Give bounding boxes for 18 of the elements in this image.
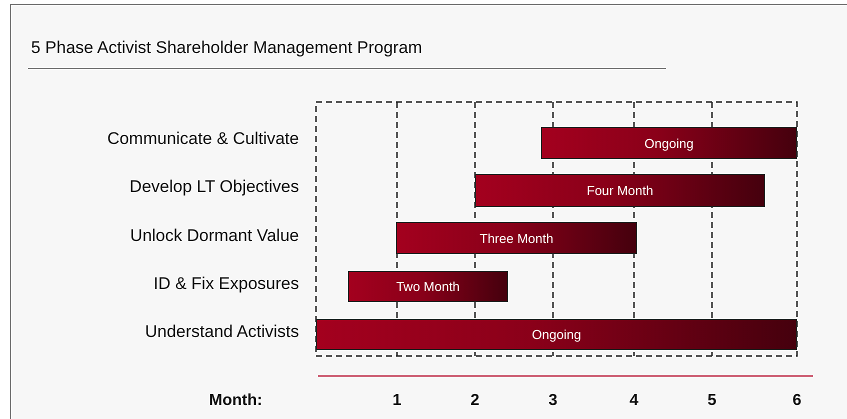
timeline-bar: Three Month — [396, 222, 637, 254]
timeline-bar: Four Month — [475, 174, 765, 207]
month-tick-label: 2 — [470, 392, 480, 410]
timeline-bar: Ongoing — [316, 319, 797, 350]
phase-label: ID & Fix Exposures — [152, 274, 299, 294]
month-tick-label: 1 — [392, 392, 402, 410]
axis-title: Month: — [209, 392, 262, 410]
timeline-bar: Ongoing — [541, 127, 797, 159]
month-tick-label: 6 — [792, 392, 802, 410]
phase-label: Understand Activists — [144, 322, 299, 342]
month-tick-label: 3 — [548, 392, 558, 410]
phase-label: Develop LT Objectives — [128, 177, 299, 197]
timeline-bar: Two Month — [348, 271, 508, 302]
phase-label: Unlock Dormant Value — [129, 226, 299, 246]
month-tick-label: 5 — [708, 392, 716, 410]
phase-label: Communicate & Cultivate — [106, 129, 299, 149]
title: 5 Phase Activist Shareholder Management Program — [31, 38, 422, 58]
month-tick-label: 4 — [630, 392, 638, 410]
